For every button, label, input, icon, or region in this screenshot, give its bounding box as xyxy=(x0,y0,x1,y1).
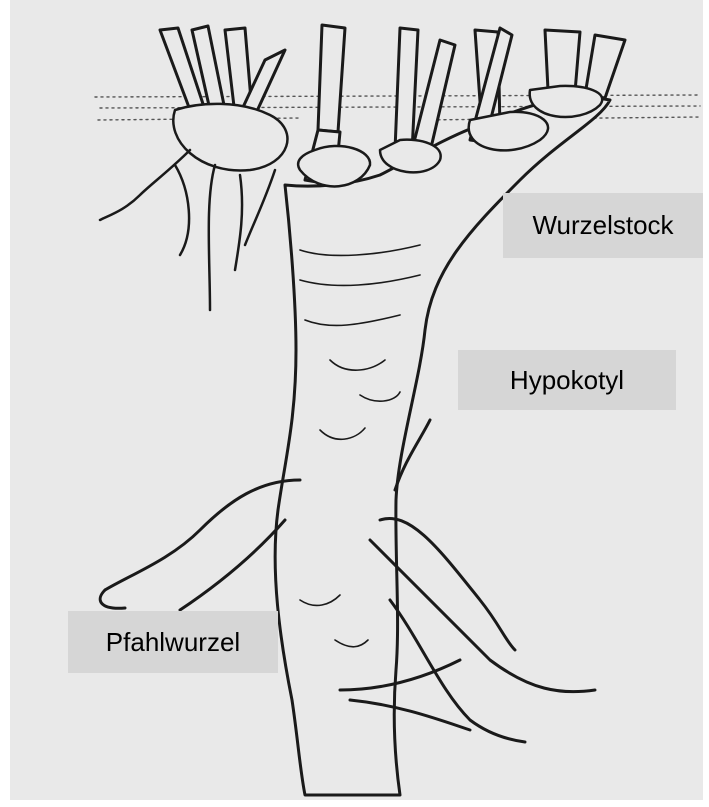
label-hypokotyl: Hypokotyl xyxy=(458,350,676,410)
label-pfahlwurzel: Pfahlwurzel xyxy=(68,611,278,673)
crown-roots xyxy=(100,150,275,310)
label-wurzelstock: Wurzelstock xyxy=(503,193,703,258)
